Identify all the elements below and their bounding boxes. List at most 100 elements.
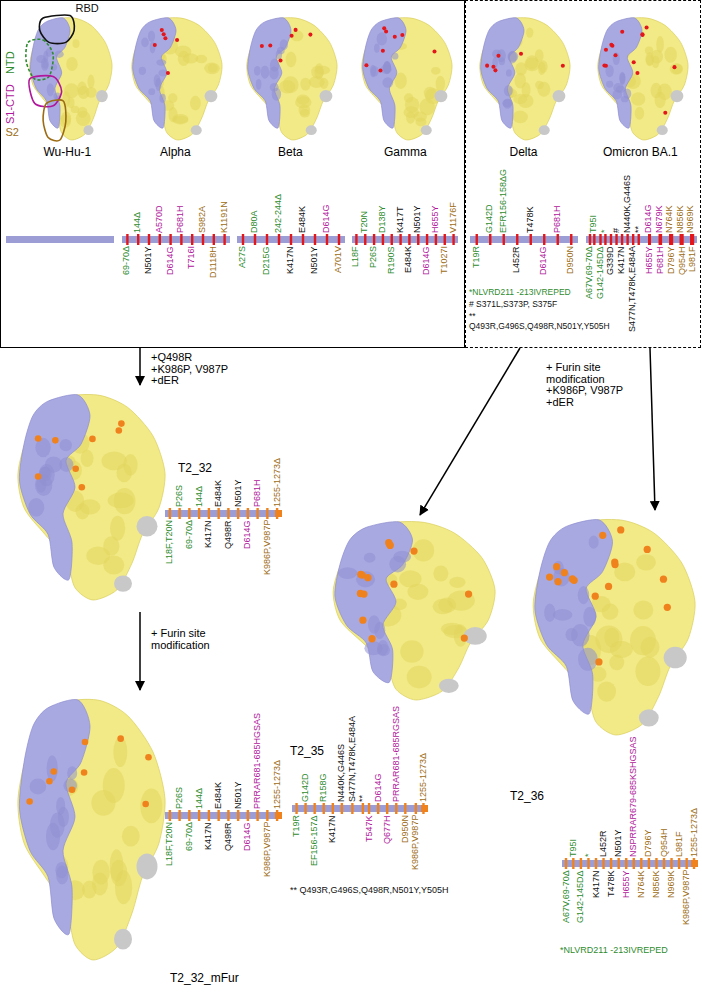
surface-shade — [492, 57, 498, 68]
surface-shade — [535, 49, 544, 62]
mutation-site — [387, 542, 394, 549]
mutation-label: E484K — [404, 245, 413, 272]
variant-entry: Wu-Hu-1RBDNTDS1-CTDS2 — [2, 2, 117, 345]
mutation-marker — [169, 810, 171, 821]
mutation-label: K417N — [328, 815, 337, 843]
domain-outline — [39, 15, 74, 44]
mutation-label: D614G — [243, 822, 252, 851]
grey-region — [553, 90, 566, 102]
mutation-label: K417N — [592, 870, 601, 898]
surface-shade — [56, 865, 68, 884]
mutation-marker — [503, 234, 505, 245]
mutation-marker — [615, 234, 617, 245]
mutation-site — [162, 32, 166, 36]
mutation-marker — [649, 234, 651, 245]
mutation-label: 1255-1273Δ — [273, 760, 282, 809]
mutation-marker — [341, 803, 343, 814]
mutation-marker — [237, 508, 239, 519]
mutation-site — [611, 558, 618, 565]
surface-shade — [208, 64, 218, 73]
surface-shade — [656, 36, 664, 53]
mutation-label: K986P,V987P — [263, 520, 272, 575]
mutation-marker — [610, 234, 612, 245]
mutation-marker — [422, 803, 424, 814]
mutation-label: L452R — [599, 830, 608, 857]
mutation-site — [599, 532, 606, 539]
mutation-label: Q498R — [224, 520, 233, 549]
surface-shade — [155, 78, 161, 91]
spike-chain — [599, 18, 642, 128]
mutation-label: 69-70Δ — [122, 245, 131, 274]
mutation-label: 144Δ — [195, 788, 204, 809]
mutation-marker — [516, 234, 518, 245]
mutation-site — [461, 634, 468, 641]
mutation-label: N501Y — [310, 246, 319, 274]
surface-shade — [190, 96, 201, 111]
mutation-label: Q954H — [678, 246, 687, 275]
mutation-bar — [165, 510, 282, 517]
mutation-marker — [247, 508, 249, 519]
mutation-site — [163, 36, 167, 40]
mutation-label: D796Y — [667, 246, 676, 274]
mutation-marker — [391, 234, 393, 245]
mutation-label: PRRAR681-685HGSAS — [253, 713, 262, 809]
mutation-marker — [223, 234, 225, 245]
mutation-marker — [180, 234, 182, 245]
mutation-label: P681H — [176, 205, 185, 233]
spike-trimer — [533, 519, 695, 735]
mutation-site — [78, 484, 85, 491]
variant-entry: T2_32L18F,T20NP26S69-70Δ144ΔK417NE484KQ4… — [5, 385, 287, 612]
surface-shade — [55, 50, 64, 57]
grey-region — [137, 516, 158, 537]
surface-shade — [606, 81, 613, 88]
mutation-label: K986P,V987P — [682, 870, 691, 925]
mutation-marker — [198, 508, 200, 519]
surface-shade — [378, 640, 389, 655]
mutation-label: G339D — [606, 246, 615, 275]
surface-shade — [92, 860, 110, 885]
mutation-label: N501Y — [614, 829, 623, 857]
mutation-label: T95I — [569, 839, 578, 857]
mutation-site — [35, 435, 42, 442]
mutation-marker — [604, 234, 606, 245]
mutation-site — [609, 43, 613, 47]
mutation-site — [614, 53, 618, 57]
surface-shade — [400, 640, 423, 663]
mutation-label: P26S — [369, 245, 378, 267]
spike-chain — [335, 522, 413, 683]
surface-shade — [635, 107, 644, 120]
mutation-label: N501Y — [413, 205, 422, 233]
surface-shade — [261, 65, 269, 78]
surface-shade — [436, 76, 445, 92]
mutation-label: P681H — [553, 205, 562, 233]
surface-shade — [300, 78, 311, 91]
grey-region — [657, 125, 668, 135]
mutation-marker — [589, 234, 591, 245]
mutation-marker — [290, 234, 292, 245]
surface-shade — [101, 452, 126, 471]
spike-trimer — [18, 699, 165, 960]
surface-shade — [383, 61, 391, 74]
mutation-label: T547K — [365, 815, 374, 842]
surface-shade — [404, 106, 419, 118]
mutation-site — [554, 578, 561, 585]
mutation-marker — [302, 234, 304, 245]
mutation-marker — [625, 858, 627, 869]
variant-entry: T2_35T19RG142DEF156-157ΔR158GK417NN440K,… — [288, 515, 500, 900]
surface-shade — [583, 607, 596, 627]
surface-shade — [553, 609, 573, 621]
surface-shade — [71, 106, 79, 113]
mutation-marker — [565, 858, 567, 869]
grey-region — [83, 125, 93, 135]
mutation-marker — [338, 234, 340, 245]
mutation-label: Q498R — [224, 822, 233, 851]
surface-shade — [140, 789, 162, 824]
mutation-label: 1255-1273Δ — [273, 458, 282, 507]
variant-name: T2_35 — [290, 745, 324, 757]
surface-shade — [597, 681, 616, 701]
mutation-label: P681H — [253, 479, 262, 507]
mutation-site — [46, 778, 53, 785]
mutation-marker — [655, 858, 657, 869]
mutation-site — [644, 546, 651, 553]
mutation-marker — [663, 858, 665, 869]
